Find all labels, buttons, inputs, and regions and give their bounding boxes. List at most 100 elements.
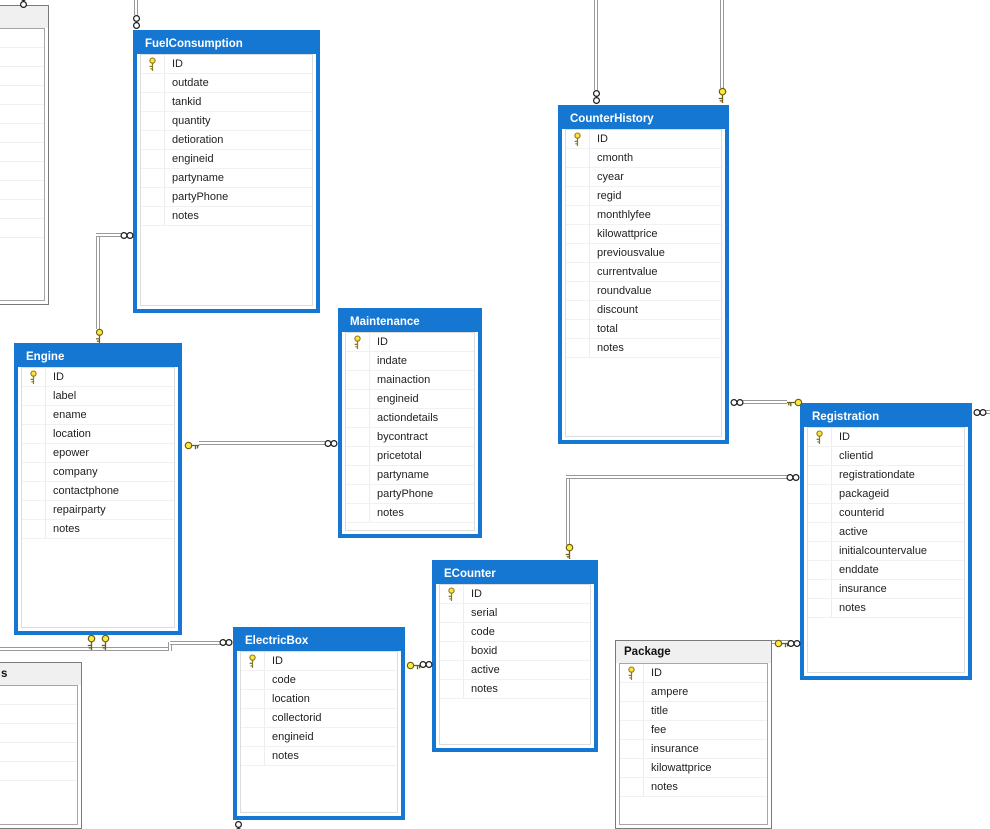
field-row[interactable]: roundvalue (566, 282, 721, 301)
field-row[interactable]: location (241, 690, 397, 709)
relationship-line[interactable] (984, 410, 990, 414)
field-row[interactable]: engineid (241, 728, 397, 747)
relationship-line[interactable] (134, 0, 138, 15)
table-header[interactable]: Maintenance (342, 312, 478, 332)
field-row[interactable]: quantity (141, 112, 312, 131)
field-row[interactable]: discount (566, 301, 721, 320)
field-row[interactable]: fee (620, 721, 767, 740)
table-header[interactable]: Engine (18, 347, 178, 367)
field-row[interactable]: boxid (440, 642, 590, 661)
field-row[interactable]: registrationdate (808, 466, 964, 485)
field-row[interactable]: repairparty (22, 501, 174, 520)
field-row[interactable]: partyname (346, 466, 474, 485)
table-header[interactable]: CounterHistory (562, 109, 725, 129)
field-row[interactable]: enddate (808, 561, 964, 580)
relationship-line[interactable] (199, 441, 325, 445)
table-header[interactable]: FuelConsumption (137, 34, 316, 54)
field-row[interactable]: code (440, 623, 590, 642)
field-row[interactable]: contactphone (22, 482, 174, 501)
relationship-line[interactable] (96, 233, 122, 237)
table-partial-top-left[interactable] (0, 5, 49, 305)
field-row[interactable]: packageid (808, 485, 964, 504)
field-row[interactable]: notes (241, 747, 397, 766)
field-row[interactable]: partyPhone (141, 188, 312, 207)
field-row[interactable]: cmonth (566, 149, 721, 168)
field-row[interactable]: indate (346, 352, 474, 371)
field-row[interactable]: collectorid (241, 709, 397, 728)
field-row[interactable]: partyPhone (346, 485, 474, 504)
field-row[interactable]: ID (566, 130, 721, 149)
field-row[interactable]: epower (22, 444, 174, 463)
table-header[interactable]: ElectricBox (237, 631, 401, 651)
field-row[interactable]: partyname (141, 169, 312, 188)
field-row[interactable]: serial (440, 604, 590, 623)
field-row[interactable]: currentvalue (566, 263, 721, 282)
field-row[interactable]: ename (22, 406, 174, 425)
field-row[interactable]: label (22, 387, 174, 406)
field-row[interactable]: ID (808, 428, 964, 447)
field-row[interactable]: detioration (141, 131, 312, 150)
field-row[interactable]: notes (808, 599, 964, 618)
field-row[interactable]: ID (346, 333, 474, 352)
field-row[interactable]: monthlyfee (566, 206, 721, 225)
field-row[interactable]: notes (141, 207, 312, 226)
field-row[interactable]: notes (440, 680, 590, 699)
field-row[interactable]: insurance (808, 580, 964, 599)
field-row[interactable]: bycontract (346, 428, 474, 447)
field-row[interactable]: notes (22, 520, 174, 539)
relationship-line[interactable] (566, 475, 787, 479)
field-row[interactable]: active (808, 523, 964, 542)
field-row[interactable]: previousvalue (566, 244, 721, 263)
table-header[interactable]: ECounter (436, 564, 594, 584)
field-row[interactable]: regid (566, 187, 721, 206)
table-header[interactable]: Package (616, 641, 771, 663)
field-row[interactable]: total (566, 320, 721, 339)
field-row[interactable]: counterid (808, 504, 964, 523)
field-row[interactable]: actiondetails (346, 409, 474, 428)
field-row[interactable]: engineid (346, 390, 474, 409)
field-row[interactable]: ampere (620, 683, 767, 702)
field-row[interactable]: tankid (141, 93, 312, 112)
field-row[interactable]: ID (22, 368, 174, 387)
relationship-line[interactable] (594, 0, 598, 90)
field-row[interactable]: kilowattprice (620, 759, 767, 778)
relationship-line[interactable] (0, 647, 170, 651)
field-row[interactable]: ID (241, 652, 397, 671)
field-row[interactable]: code (241, 671, 397, 690)
relationship-line[interactable] (96, 235, 100, 329)
field-row[interactable]: title (620, 702, 767, 721)
field-row[interactable]: outdate (141, 74, 312, 93)
field-row[interactable]: engineid (141, 150, 312, 169)
field-row[interactable]: notes (620, 778, 767, 797)
relationship-line[interactable] (720, 0, 724, 88)
field-row[interactable]: initialcountervalue (808, 542, 964, 561)
relationship-line[interactable] (743, 400, 787, 404)
relationship-line[interactable] (566, 477, 570, 545)
field-row[interactable]: location (22, 425, 174, 444)
table-header[interactable] (0, 6, 48, 28)
relationship-line[interactable] (170, 641, 221, 645)
field-row[interactable]: mainaction (346, 371, 474, 390)
field-row[interactable]: cyear (566, 168, 721, 187)
field-row[interactable]: notes (346, 504, 474, 523)
field-row[interactable]: notes (566, 339, 721, 358)
field-row[interactable]: company (22, 463, 174, 482)
field-row[interactable]: clientid (808, 447, 964, 466)
field-row[interactable]: ID (440, 585, 590, 604)
field-row[interactable]: ID (141, 55, 312, 74)
field-row[interactable]: insurance (620, 740, 767, 759)
field-row[interactable]: active (440, 661, 590, 680)
table-partial-bottom-left[interactable]: s (0, 662, 82, 829)
field-row[interactable]: pricetotal (346, 447, 474, 466)
relationship-line[interactable] (168, 642, 172, 651)
table-header[interactable]: Registration (804, 407, 968, 427)
